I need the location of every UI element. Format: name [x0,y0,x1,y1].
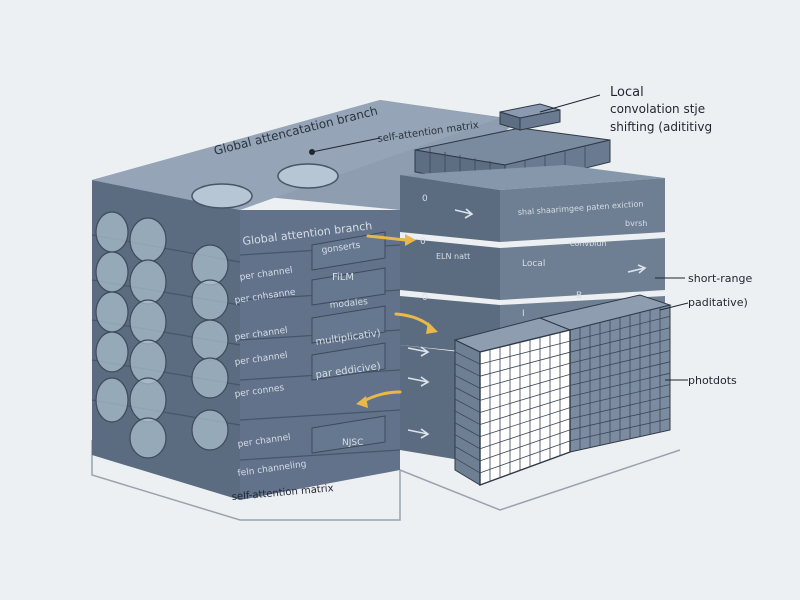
disk [191,183,253,209]
callout-additive: paditative) [688,296,748,309]
slab2-b: convblun [570,239,607,248]
right-slab-1 [400,165,665,242]
callout-short-range: short-range [688,272,752,285]
top-face-plate [92,100,500,210]
slab2-mid: ELN natt [436,252,470,261]
slab1-num: 0 [422,194,428,204]
slab-arrows [407,208,647,439]
mid-row: modales [329,297,368,311]
slab2-a: Local [522,259,545,269]
mid-tiles [311,231,386,454]
callout-lines [539,94,689,381]
pointer-line [311,137,381,153]
callout-photodots: photdots [688,374,737,387]
base-outline [91,440,681,521]
mid-row: NJSC [342,438,363,448]
mid-row: FiLM [332,272,354,283]
slab3-b: B [576,291,582,301]
slab2-num: 0 [420,237,426,247]
right-slab-lower [400,345,460,460]
slab2-c: bvrsh [625,219,647,228]
slab3-num: 0 [422,293,428,303]
callout-local-3: shifting (adititivg [610,120,712,134]
grid-lines [454,307,671,482]
disk [277,163,339,189]
disk-columns [95,211,229,459]
right-slab-2 [400,238,665,300]
callout-local-2: convolation stje [610,102,705,116]
slab3-i: I [522,309,525,319]
callout-local-1: Local [610,85,644,100]
